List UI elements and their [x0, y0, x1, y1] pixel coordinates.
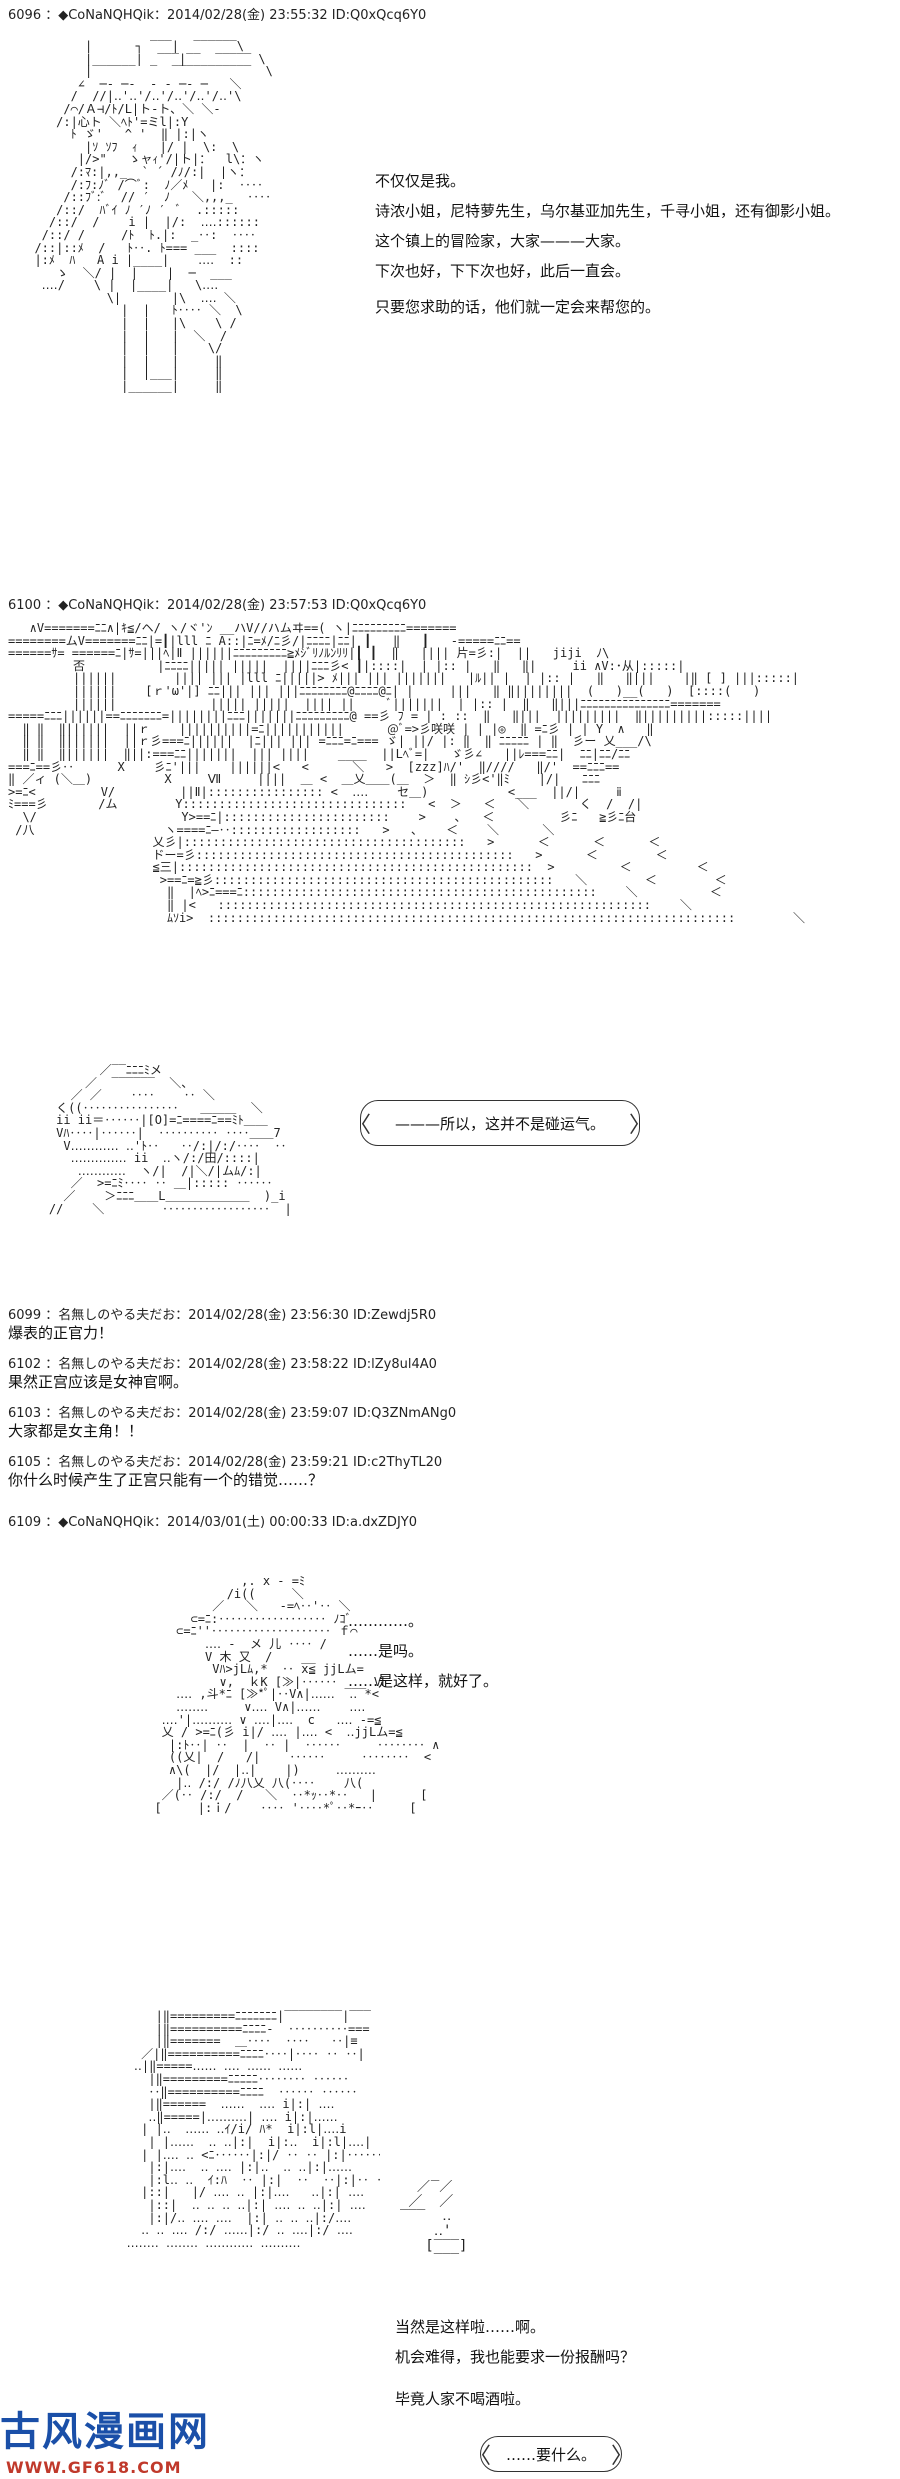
post-header: 6100 ：◆CoNaNQHQik：2014/02/28(金) 23:57:53… — [8, 598, 427, 613]
post-header: 6109 ：◆CoNaNQHQik：2014/03/01(土) 00:00:33… — [8, 1515, 417, 1530]
dialog-6109-a: …………。 ……是吗。 ……是这样，就好了。 — [348, 1606, 648, 1696]
watermark-backdrop — [0, 2405, 200, 2479]
dialog-line: 只要您求助的话，他们就一定会来帮您的。 — [375, 298, 661, 316]
post-message: 你什么时候产生了正宫只能有一个的错觉……？ — [8, 1471, 324, 1489]
watermark: 古风漫画网 WWW.GF618.COM — [0, 2399, 220, 2479]
post-header: 6103 ：名無しのやる夫だお：2014/02/28(金) 23:59:07 I… — [8, 1406, 457, 1421]
ascii-art-character-standing: | ┐ ‾‾‾| ‾‾‾‾‾‾\ |___ | ‾‾‾|‾‾ ‾‾‾‾‾ \ |… — [34, 40, 273, 394]
speech-bubble-6100: ———所以，这并不是碰运气。 — [349, 1100, 651, 1146]
dialog-line: 下次也好，下下次也好，此后一直会。 — [375, 262, 631, 280]
post-6100: 6100 ：◆CoNaNQHQik：2014/02/28(金) 23:57:53… — [8, 598, 892, 614]
watermark-url: WWW.GF618.COM — [6, 2458, 182, 2477]
post-message: 果然正宫应该是女神官啊。 — [8, 1373, 189, 1391]
post-header: 6096 ：◆CoNaNQHQik：2014/02/28(金) 23:55:32… — [8, 8, 427, 23]
post-6099: 6099 ：名無しのやる夫だお：2014/02/28(金) 23:56:30 I… — [8, 1308, 892, 1342]
dialog-line: 这个镇上的冒险家，大家———大家。 — [375, 232, 631, 250]
post-header: 6102 ：名無しのやる夫だお：2014/02/28(金) 23:58:22 I… — [8, 1357, 437, 1372]
dialog-line: 当然是这样啦……啊。 — [395, 2318, 546, 2336]
dialog-line: 诗浓小姐，尼特萝先生，乌尔基亚加先生，千寻小姐，还有御影小姐。 — [375, 202, 841, 220]
dialog-line: …………。 — [348, 1612, 424, 1630]
dialog-line: 不仅仅是我。 — [375, 172, 466, 190]
post-6103: 6103 ：名無しのやる夫だお：2014/02/28(金) 23:59:07 I… — [8, 1406, 892, 1440]
post-6109: 6109 ：◆CoNaNQHQik：2014/03/01(土) 00:00:33… — [8, 1515, 892, 1531]
ascii-art-character-close-up: |‖=========ﾆﾆﾆﾆﾆﾆﾆ|‾‾‾‾‾‾‾‾|‾‾‾ |‖======… — [126, 2010, 380, 2250]
post-6105: 6105 ：名無しのやる夫だお：2014/02/28(金) 23:59:21 I… — [8, 1455, 892, 1489]
speech-bubble-6109: ……要什么。 — [469, 2436, 633, 2472]
ascii-art-floating-objects: ／‾／ ／ ／ ‾‾‾ ‥ ‥' [‾‾‾] ‾‾‾ — [400, 2180, 468, 2269]
post-header: 6099 ：名無しのやる夫だお：2014/02/28(金) 23:56:30 I… — [8, 1308, 437, 1323]
ascii-art-character-face: ／‾‾ﾆﾆﾆﾐメ ／ ‾‾‾‾‾‾ ＼、 ／ ／ ‥‥ ‥ ＼ く((‥‥‥‥‥… — [48, 1064, 292, 1216]
dialog-6109-b: 当然是这样啦……啊。 机会难得，我也能要求一份报酬吗？ 毕竟人家不喝酒啦。 — [395, 2312, 875, 2414]
dialog-6096: 不仅仅是我。 诗浓小姐，尼特萝先生，乌尔基亚加先生，千寻小姐，还有御影小姐。 这… — [375, 166, 895, 322]
post-header: 6105 ：名無しのやる夫だお：2014/02/28(金) 23:59:21 I… — [8, 1455, 443, 1470]
dialog-line: ……是吗。 — [348, 1642, 424, 1660]
watermark-logo: 古风漫画网 — [0, 2409, 210, 2455]
dialog-line: 毕竟人家不喝酒啦。 — [395, 2390, 531, 2408]
ascii-art-town-scene: ∧V=======ﾆﾆ∧|ｷ≦/ヘ/ ヽ/ヾ'ﾝ __ハV//ハムヰ==( ヽ|… — [8, 622, 806, 925]
dialog-line: 机会难得，我也能要求一份报酬吗？ — [395, 2348, 636, 2366]
post-6096: 6096 ：◆CoNaNQHQik：2014/02/28(金) 23:55:32… — [8, 8, 892, 24]
post-6102: 6102 ：名無しのやる夫だお：2014/02/28(金) 23:58:22 I… — [8, 1357, 892, 1391]
post-message: 大家都是女主角！！ — [8, 1422, 144, 1440]
ascii-art-character-sitting: ,. x ‐ =ﾐ /i(( ＼ ／ ＼ -=ﾍ‥'‥ ＼ ⊂=ﾆ:‥‥‥‥‥‥… — [154, 1575, 440, 1815]
post-message: 爆表的正官力！ — [8, 1324, 114, 1342]
dialog-line: ……是这样，就好了。 — [348, 1672, 499, 1690]
